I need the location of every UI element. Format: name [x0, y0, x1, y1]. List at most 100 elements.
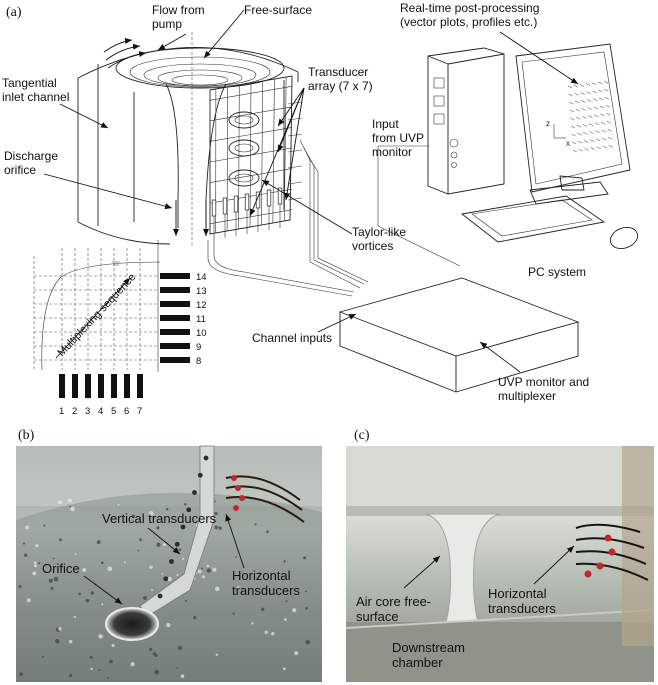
vector-arrow — [607, 128, 612, 132]
water-droplet — [215, 653, 218, 656]
svg-text:Flow from pump: Flow from pump — [152, 3, 208, 31]
vector-arrow — [580, 92, 585, 95]
label-tangential-2: inlet channel — [2, 90, 69, 104]
water-droplet — [218, 526, 222, 530]
vector-arrow — [598, 89, 603, 93]
label-downstream-1: Downstream — [392, 640, 465, 655]
water-droplet — [215, 586, 220, 592]
side-number: 9 — [196, 342, 201, 353]
probe-hole — [192, 490, 197, 495]
water-droplet — [131, 514, 135, 518]
pc-tower — [427, 47, 505, 195]
vector-arrow — [578, 148, 583, 152]
horizontal-probe — [287, 133, 303, 137]
vector-arrow — [586, 91, 591, 94]
tank-top-rim — [77, 47, 299, 79]
water-droplet — [282, 667, 286, 671]
vector-arrow — [576, 124, 582, 128]
svg-text:Tangential inlet channel: Tangential inlet channel — [2, 76, 69, 104]
bottom-transducer-bar — [111, 374, 117, 398]
water-droplet — [82, 568, 87, 572]
water-droplet — [285, 600, 288, 603]
water-droplet — [177, 645, 183, 651]
water-droplet — [214, 525, 219, 530]
water-droplet — [176, 666, 179, 669]
water-droplet — [85, 598, 90, 603]
water-droplet — [89, 655, 93, 659]
axis-z-label: z — [546, 119, 550, 128]
water-droplet — [74, 553, 77, 555]
array-grid-line — [209, 127, 293, 142]
water-droplet — [117, 503, 120, 506]
water-droplet — [23, 542, 26, 545]
water-droplet — [55, 638, 60, 644]
water-droplet — [201, 575, 205, 579]
water-droplet — [107, 566, 113, 572]
water-droplet — [43, 524, 46, 527]
vector-arrow — [592, 90, 597, 94]
vector-arrow — [587, 99, 592, 102]
water-droplet — [143, 596, 147, 600]
vector-arrow — [600, 113, 605, 117]
bottom-transducer-bar — [124, 374, 130, 398]
svg-text:Input from UVP mon: Input from UVP monitor — [372, 117, 427, 159]
side-number: 10 — [196, 328, 207, 339]
vector-arrow — [594, 114, 599, 118]
label-orifice: Orifice — [42, 561, 80, 576]
svg-text:Transducer array (7 x 7): Transducer array (7 x 7) — [308, 65, 373, 93]
transducer-array — [209, 75, 303, 240]
water-droplet — [305, 639, 311, 645]
pc-monitor — [515, 43, 631, 193]
water-droplet — [266, 530, 269, 534]
vector-arrow — [595, 130, 600, 134]
bottom-transducer-bar — [59, 374, 65, 398]
vector-arrow — [596, 146, 601, 150]
mouse — [609, 227, 639, 249]
svg-text:Real-time post-processing: Real-time post-processing (vector plots,… — [400, 1, 543, 29]
vector-arrow — [588, 115, 593, 118]
side-number: 11 — [196, 314, 206, 325]
water-droplet — [123, 561, 126, 564]
water-droplet — [109, 659, 113, 664]
water-droplet — [25, 525, 30, 530]
vector-arrow — [584, 148, 589, 151]
label-input-3: monitor — [372, 145, 412, 159]
label-air-core-2: surface — [356, 609, 399, 624]
water-droplet — [212, 567, 217, 572]
water-droplet — [139, 538, 143, 542]
water-droplet — [90, 667, 93, 671]
probe-hole — [186, 507, 192, 513]
water-droplet — [237, 586, 240, 589]
water-droplet — [98, 669, 101, 672]
vector-arrow — [569, 101, 574, 105]
water-droplet — [200, 567, 203, 570]
vector-arrow — [602, 137, 607, 141]
horizontal-probe — [287, 181, 303, 185]
bottom-number: 1 — [59, 406, 64, 417]
water-droplet — [58, 627, 62, 631]
svg-text:UVP monitor and multiple: UVP monitor and multiplexer — [498, 375, 593, 403]
label-channel-inputs: Channel inputs — [252, 331, 332, 345]
svg-text:Taylor-like vortices: Taylor-like vortices — [352, 225, 409, 253]
vector-arrow — [576, 116, 581, 120]
photo-b — [16, 445, 322, 682]
water-droplet — [294, 651, 299, 656]
water-droplet — [101, 603, 104, 606]
vector-arrow — [585, 83, 591, 86]
panel-b-label: (b) — [18, 428, 35, 443]
probe-hole — [180, 524, 186, 530]
taylor-vortex — [228, 139, 260, 157]
axis-x-label: x — [566, 139, 570, 148]
vector-arrow — [572, 149, 577, 153]
taylor-vortex — [228, 111, 260, 129]
water-droplet — [176, 574, 179, 577]
water-droplet — [254, 523, 257, 526]
side-transducer-bar — [160, 329, 190, 335]
panel-c: (c) Air core free- surface — [345, 428, 655, 682]
vector-arrow — [575, 108, 580, 112]
water-droplet — [156, 542, 161, 547]
vector-arrow — [582, 116, 587, 119]
vector-arrow — [606, 112, 611, 116]
bottom-transducer-bar — [98, 374, 104, 398]
air-core — [165, 83, 179, 228]
